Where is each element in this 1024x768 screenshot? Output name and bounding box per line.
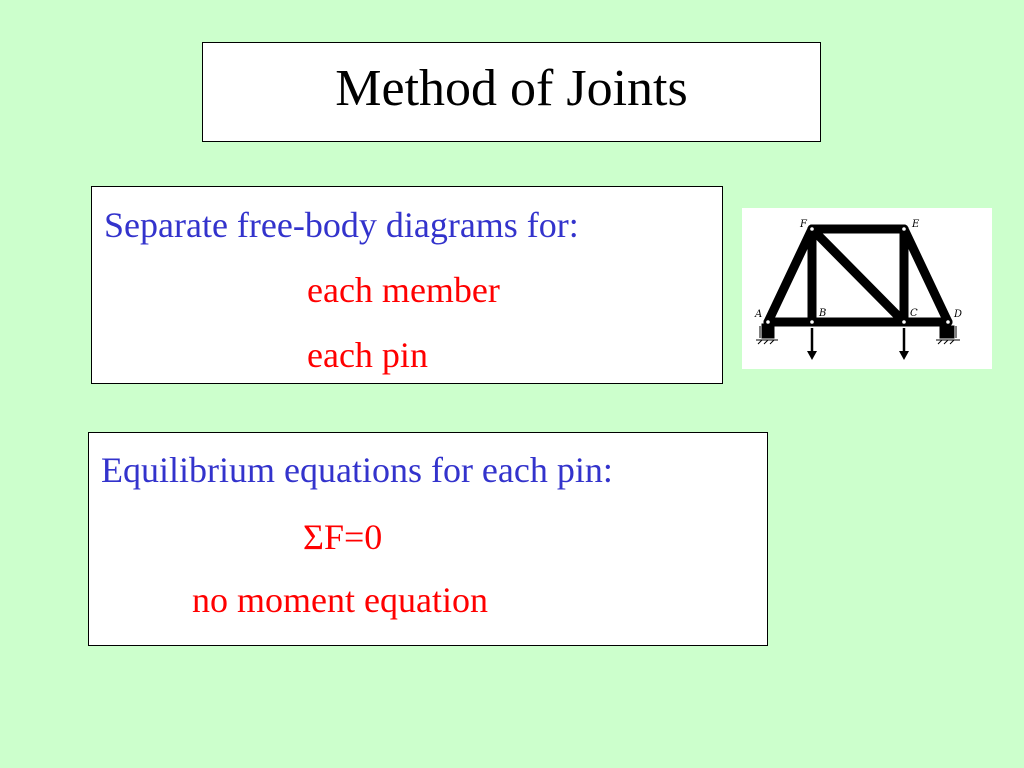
pin-a [765,319,771,325]
equilibrium-heading: Equilibrium equations for each pin: [101,450,613,490]
joint-label-d: D [953,309,962,320]
free-body-diagrams-box: Separate free-body diagrams for: each me… [91,186,723,384]
pin-f [809,226,815,232]
slide-title: Method of Joints [335,60,688,117]
member-fc [807,224,909,327]
joint-label-c: C [910,308,918,319]
pin-e [901,226,907,232]
equilibrium-item-no-moment: no moment equation [192,580,488,620]
joint-label-a: A [754,309,762,320]
joint-label-e: E [911,219,920,230]
left-support [756,323,778,345]
title-box: Method of Joints [202,42,821,142]
equilibrium-item-sum-forces: ΣF=0 [303,517,383,557]
load-arrows [807,328,909,360]
free-body-heading: Separate free-body diagrams for: [104,205,579,245]
member-af [763,224,817,327]
truss-members [763,224,953,327]
load-arrow-c-head [899,351,909,360]
right-support [936,325,960,345]
load-arrow-b-head [807,351,817,360]
free-body-item-member: each member [307,270,500,310]
truss-diagram: F E A B C D [754,219,962,360]
pin-d [945,319,951,325]
member-ed [899,224,953,327]
free-body-item-pin: each pin [307,335,428,375]
truss-figure: F E A B C D [742,208,992,369]
pin-b [809,319,815,325]
truss-pins [765,226,951,325]
joint-label-b: B [818,308,826,319]
pin-c [901,319,907,325]
joint-label-f: F [799,219,808,230]
equilibrium-equations-box: Equilibrium equations for each pin: ΣF=0… [88,432,768,646]
